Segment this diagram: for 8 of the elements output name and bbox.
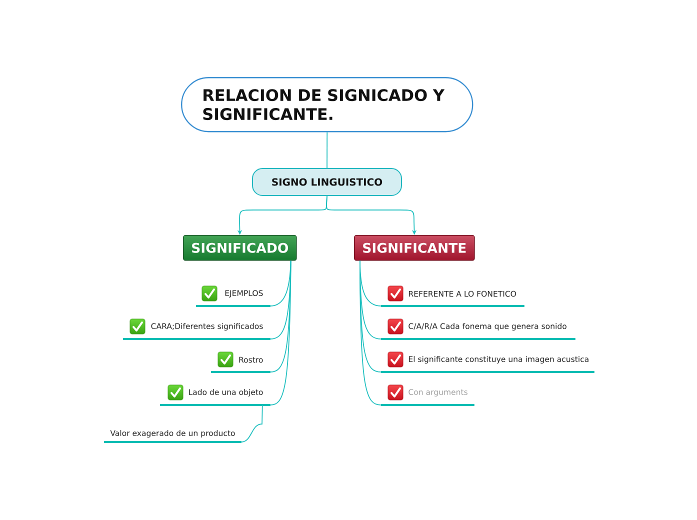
connector [360, 260, 382, 406]
topic-box: SIGNIFICANTE [354, 234, 475, 261]
connector [240, 404, 263, 442]
topic-box: SIGNIFICADO [183, 234, 297, 261]
connector [326, 132, 328, 168]
title-box: RELACION DE SIGNICADO Y SIGNIFICANTE. [181, 77, 474, 132]
connector [270, 260, 292, 406]
rounded-box: SIGNO LINGUISTICO [252, 168, 402, 196]
